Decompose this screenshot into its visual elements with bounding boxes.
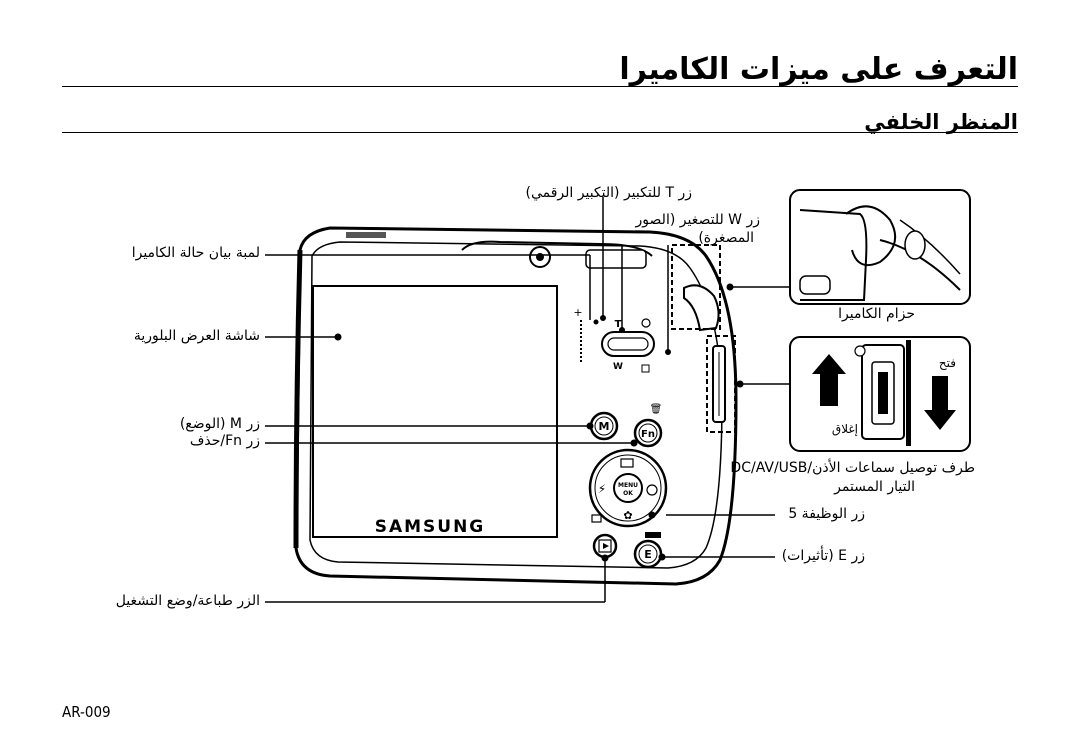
page-subtitle: المنظر الخلفي [864,110,1018,134]
strap-highlight [671,244,721,330]
fn-button[interactable]: Fn 🗑 [633,403,663,448]
strap-inset [789,189,971,305]
page-number: AR-009 [62,703,111,721]
m-button[interactable]: M [589,411,619,441]
zoom-rocker[interactable]: T W [601,318,655,373]
leader-lines [265,197,790,603]
label-e-button: زر E (تأثيرات) [781,548,865,564]
timer-icon [646,484,658,496]
label-zoom-t: زر T للتكبير (التكبير الرقمي) [525,185,692,201]
flash-icon: ⚡ [598,482,606,496]
e-mode-icon [645,532,661,538]
label-strap: حزام الكاميرا [838,306,915,322]
status-lamp [593,319,599,325]
leader-dots [334,283,744,562]
arrow-up-icon [812,354,846,406]
magnify-icon [641,318,651,328]
play-button[interactable] [591,514,618,559]
strap-lug [683,284,720,332]
label-status-lamp: لمبة بيان حالة الكاميرا [131,245,260,261]
print-icon [591,514,602,523]
label-zoom-w-1: زر W للتصغير (الصور [635,212,760,228]
port-inset [789,336,971,452]
label-print-button: الزر طباعة/وضع التشغيل [115,593,260,609]
subtitle-rule [62,132,1018,133]
lcd-screen [312,285,558,538]
label-port-2: التيار المستمر [834,479,915,495]
arrow-down-icon [924,376,956,430]
page-title: التعرف على ميزات الكاميرا [619,52,1018,87]
menu-label: MENU [618,482,638,489]
thumbnail-icon [641,364,650,373]
label-fn-button: زر Fn/حذف [189,433,260,449]
title-rule [62,86,1018,87]
five-way-navigation[interactable]: MENU OK ⚡ ✿ [588,448,668,528]
label-close: إغلاق [831,422,858,436]
display-icon [620,458,634,468]
trash-icon: 🗑 [650,403,663,415]
zoom-w-mark: W [613,362,623,372]
macro-icon: ✿ [623,509,632,522]
zoom-t-mark: T [615,319,622,330]
label-func5: زر الوظيفة 5 [788,506,865,522]
fn-button-label: Fn [641,429,655,440]
label-open: فتح [938,356,956,370]
ok-label: OK [623,490,633,497]
brand-logo: SAMSUNG [375,517,486,537]
label-lcd: شاشة العرض البلورية [133,328,260,344]
e-button-label: E [644,548,652,561]
label-zoom-w-2: المصغرة) [698,230,754,246]
plus-icon: + [573,306,582,319]
port-highlight [706,335,736,433]
label-port-1: طرف توصيل سماعات الأذن/DC/AV/USB [730,460,975,476]
label-m-button: زر M (الوضع) [179,416,260,432]
m-button-label: M [599,420,610,433]
